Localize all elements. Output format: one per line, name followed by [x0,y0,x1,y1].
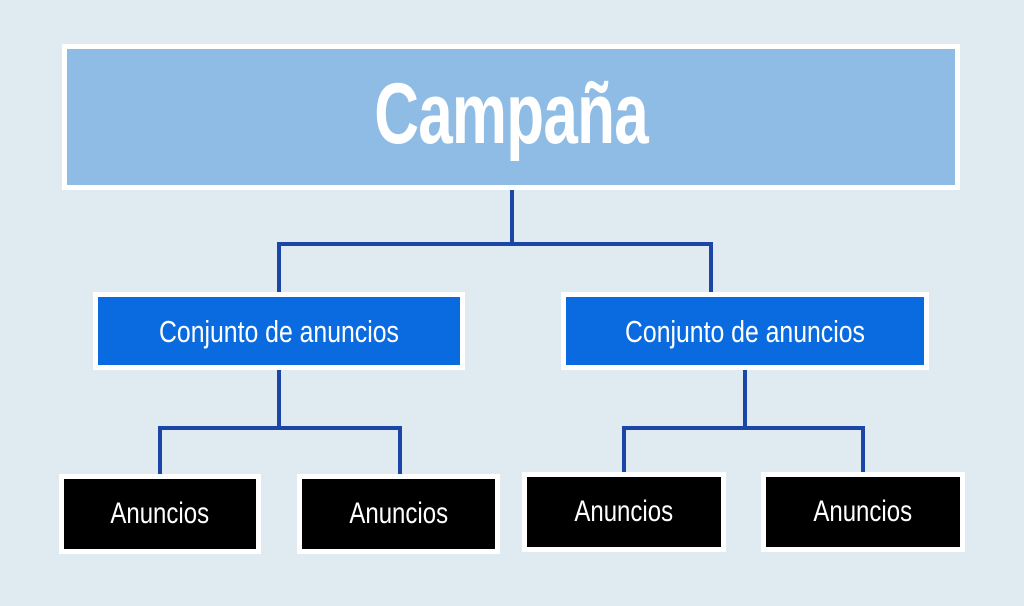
ad-node-4-label: Anuncios [813,495,913,528]
campaign-node[interactable]: Campaña [62,44,960,190]
connector-adset-left-drop [277,370,281,428]
connector-ads-left-bar [158,426,402,430]
ad-node-2-label: Anuncios [349,497,448,530]
connector-ad-1-leg [158,426,162,476]
connector-adset-right-drop [743,370,747,428]
ad-node-1[interactable]: Anuncios [59,474,261,554]
ad-node-3[interactable]: Anuncios [522,472,726,552]
connector-adset-left-leg [277,242,281,294]
connector-ad-2-leg [398,426,402,476]
connector-adset-right-leg [709,242,713,294]
ad-node-4[interactable]: Anuncios [761,472,965,552]
adset-node-left[interactable]: Conjunto de anuncios [93,292,465,370]
ad-node-2[interactable]: Anuncios [297,474,500,554]
connector-ads-right-bar [622,426,865,430]
connector-adsets-bar [277,242,713,246]
connector-ad-4-leg [861,426,865,474]
connector-ad-3-leg [622,426,626,474]
adset-node-right[interactable]: Conjunto de anuncios [561,292,929,370]
adset-node-right-label: Conjunto de anuncios [625,313,865,349]
adset-node-left-label: Conjunto de anuncios [159,313,399,349]
ad-node-3-label: Anuncios [574,495,674,528]
campaign-node-label: Campaña [374,66,648,162]
connector-campaign-drop [510,190,514,245]
ad-node-1-label: Anuncios [110,497,210,530]
